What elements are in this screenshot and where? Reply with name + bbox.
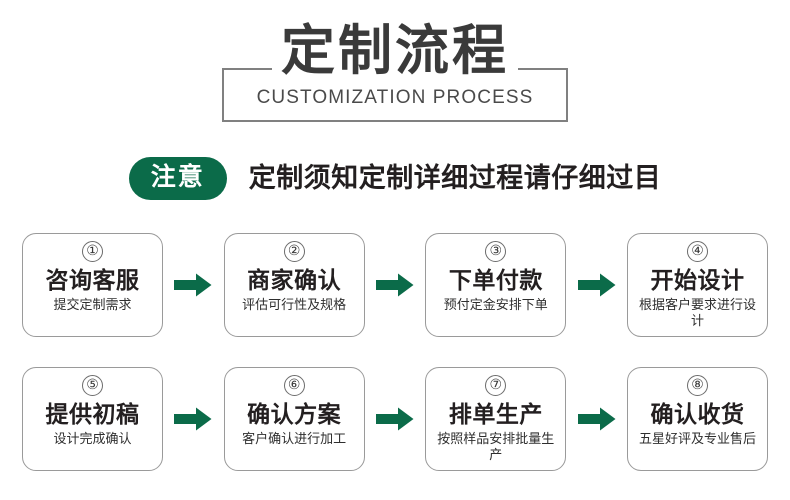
notice-text: 定制须知定制详细过程请仔细过目 [248, 163, 662, 193]
page-title: 定制流程 [281, 19, 509, 82]
step-number-badge: ⑤ [82, 375, 103, 396]
header-frame-notch [272, 62, 518, 76]
step-number-badge: ① [82, 241, 103, 262]
step-box-⑦[interactable]: ⑦ 排单生产按照样品安排批量生产 [425, 367, 567, 471]
step-number-badge: ② [283, 241, 305, 262]
step-title: 确认收货 [650, 401, 745, 427]
step-box-②[interactable]: ② 商家确认评估可行性及规格 [223, 233, 365, 337]
step-number-badge: ⑦ [485, 375, 507, 396]
step-title: 咨询客服 [45, 267, 140, 293]
step-title: 排单生产 [448, 401, 543, 427]
step-description: 根据客户要求进行设计 [638, 297, 756, 328]
step-description: 预付定金安排下单 [443, 297, 548, 312]
notice-badge: 注意 [128, 156, 227, 200]
notice-row: 注意 定制须知定制详细过程请仔细过目 [0, 152, 790, 204]
step-box-⑧[interactable]: ⑧ 确认收货五星好评及专业售后 [626, 367, 768, 471]
flow-row-2: ⑤ 提供初稿设计完成确认 ⑥ 确认方案客户确认进行加工 ⑦ 排单生产按照样品安排批量生产 ⑧… [22, 364, 768, 474]
step-description: 评估可行性及规格 [242, 297, 347, 312]
step-title: 开始设计 [650, 267, 745, 293]
step-title: 商家确认 [247, 267, 342, 293]
flow-arrow-right-icon [375, 273, 414, 297]
page-header: 定制流程 CUSTOMIZATION PROCESS [0, 0, 790, 140]
step-description: 设计完成确认 [53, 431, 132, 446]
flow-arrow-right-icon [577, 273, 616, 297]
flow-arrow-right-icon [375, 407, 414, 431]
flow-arrow-right-icon [577, 407, 616, 431]
step-description: 五星好评及专业售后 [638, 431, 756, 446]
step-description: 提交定制需求 [53, 297, 132, 312]
step-title: 确认方案 [247, 401, 342, 427]
step-box-⑤[interactable]: ⑤ 提供初稿设计完成确认 [22, 367, 163, 471]
step-description: 按照样品安排批量生产 [437, 431, 555, 462]
flow-arrow-right-icon [174, 407, 212, 431]
step-box-①[interactable]: ① 咨询客服提交定制需求 [22, 233, 163, 337]
step-number-badge: ⑥ [283, 375, 305, 396]
step-box-③[interactable]: ③ 下单付款预付定金安排下单 [425, 233, 567, 337]
flow-arrow-right-icon [174, 273, 212, 297]
page-subtitle: CUSTOMIZATION PROCESS [256, 87, 534, 108]
step-box-④[interactable]: ④ 开始设计根据客户要求进行设计 [626, 233, 768, 337]
step-title: 下单付款 [448, 267, 543, 293]
step-description: 客户确认进行加工 [242, 431, 347, 446]
flow-row-1: ① 咨询客服提交定制需求 ② 商家确认评估可行性及规格 ③ 下单付款预付定金安排下单 ④ 开始… [22, 230, 768, 340]
step-title: 提供初稿 [45, 401, 140, 427]
step-number-badge: ③ [485, 241, 507, 262]
step-box-⑥[interactable]: ⑥ 确认方案客户确认进行加工 [223, 367, 365, 471]
step-number-badge: ⑧ [686, 375, 708, 396]
step-number-badge: ④ [686, 241, 708, 262]
